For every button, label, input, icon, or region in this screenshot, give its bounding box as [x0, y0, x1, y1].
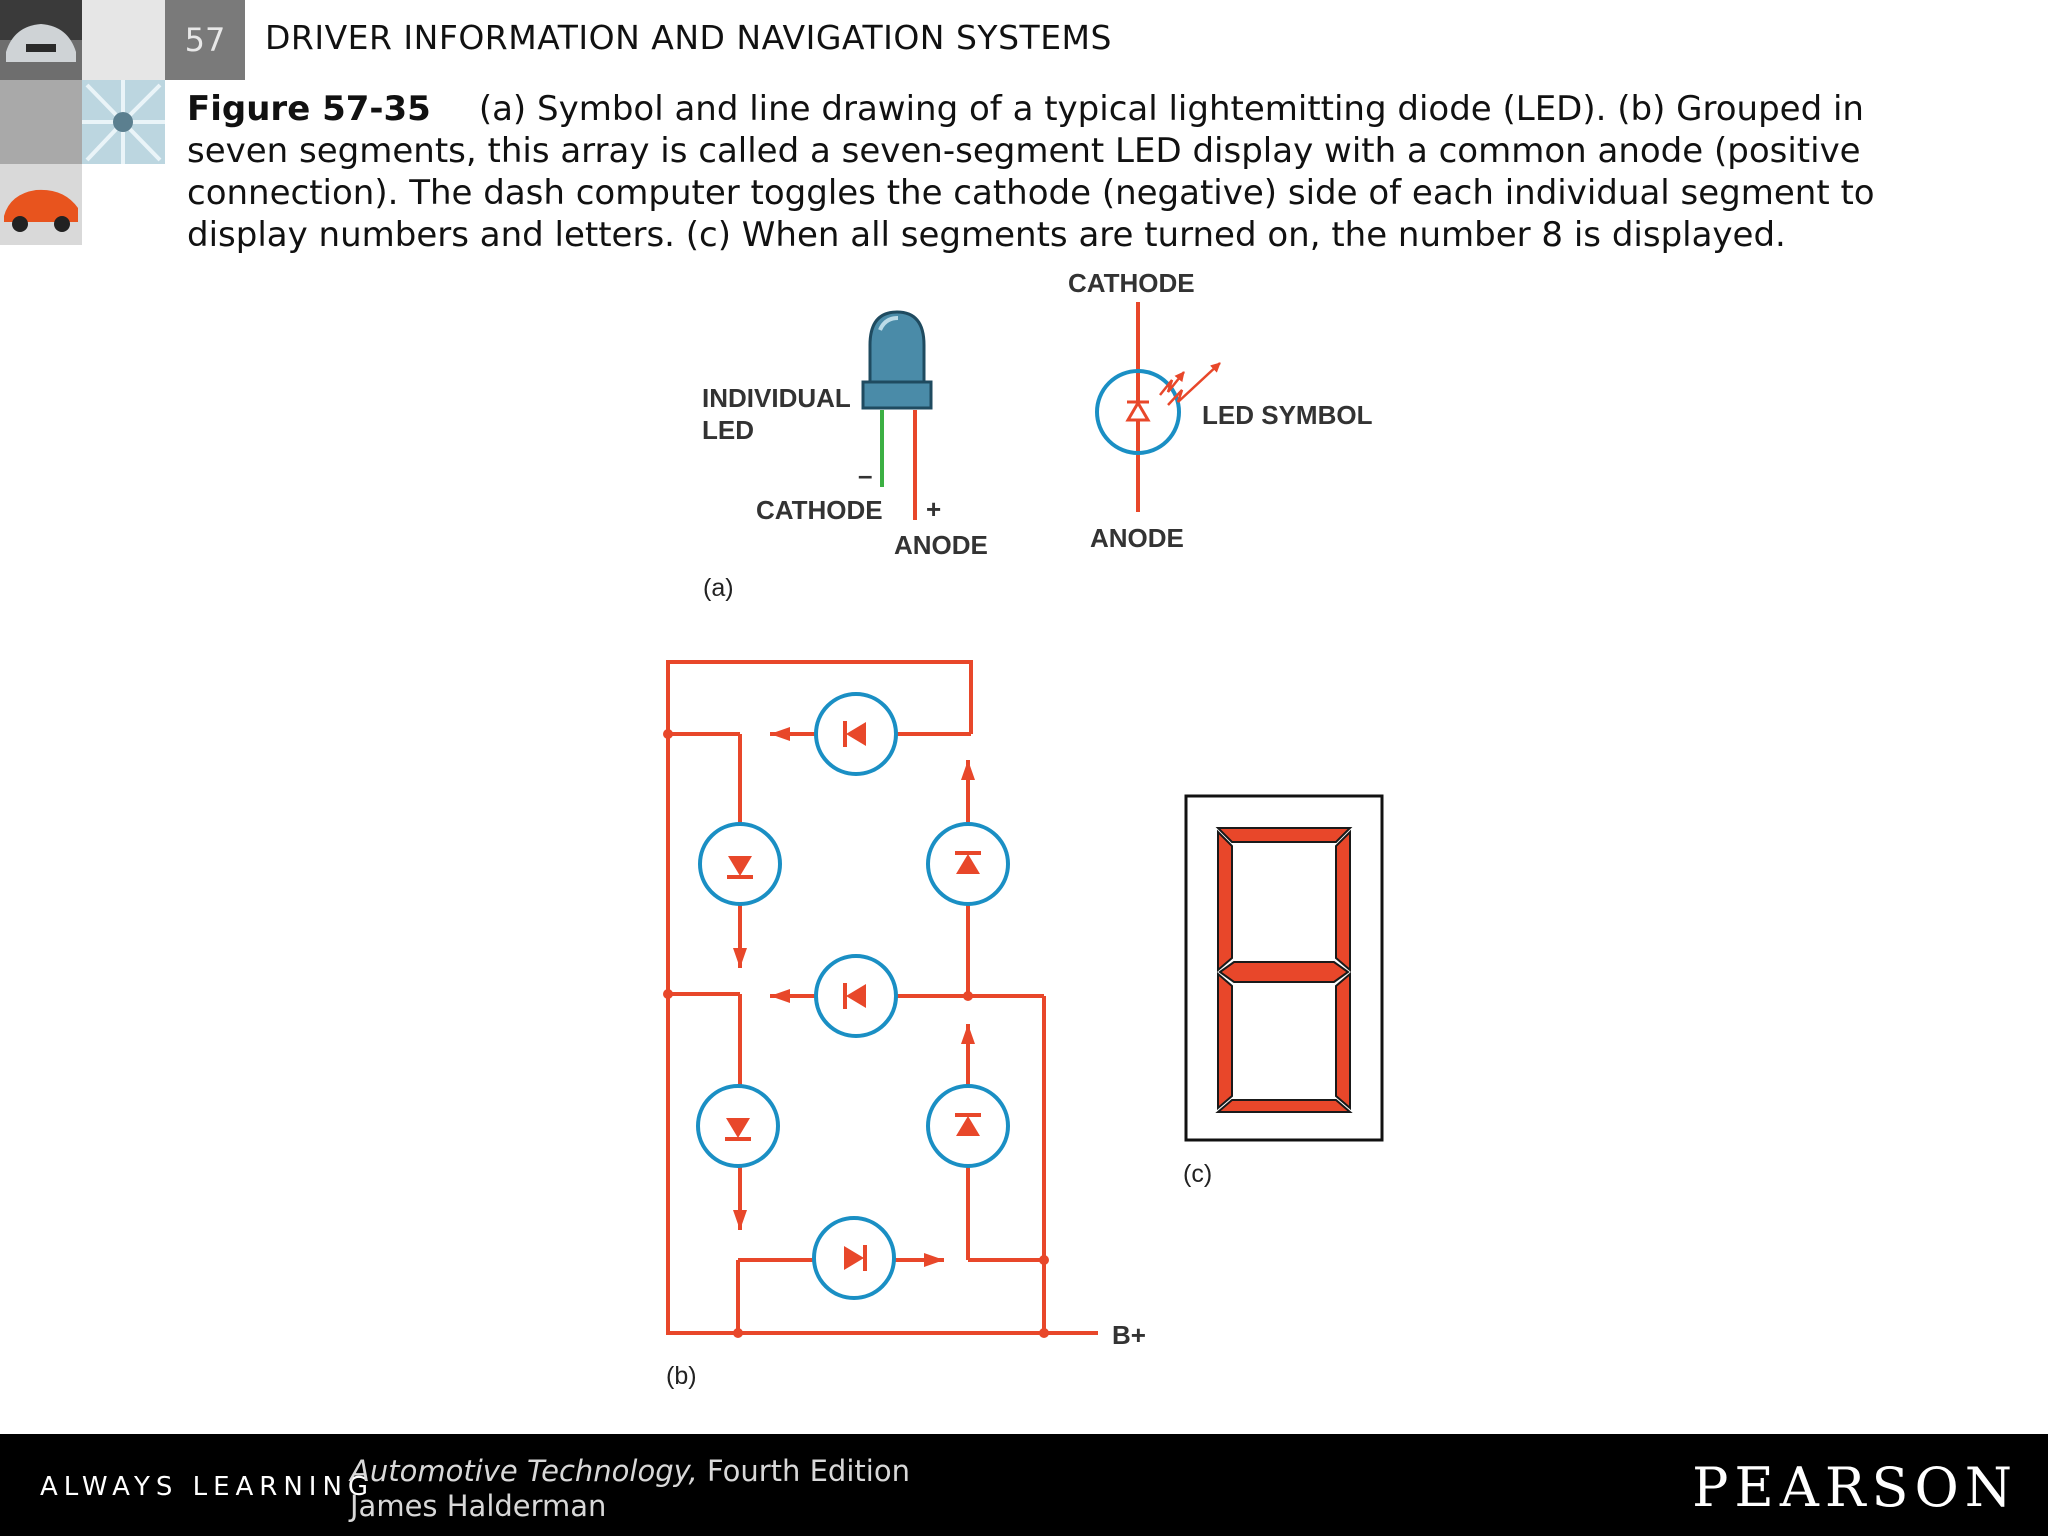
- segment-led-upper-left: [698, 822, 782, 906]
- book-author: James Halderman: [350, 1489, 607, 1523]
- always-learning-tagline: ALWAYS LEARNING: [40, 1472, 375, 1502]
- led-symbol: [1095, 302, 1221, 512]
- pearson-logo: PEARSON: [1692, 1456, 2018, 1519]
- led-symbol-label: LED SYMBOL: [1202, 400, 1373, 430]
- bplus-label: B+: [1112, 1320, 1146, 1350]
- segment-led-lower-right: [926, 1084, 1010, 1168]
- turbine-thumbnail: [82, 80, 165, 164]
- minus-sign: –: [858, 460, 872, 490]
- figure-caption: Figure 57-35(a) Symbol and line drawing …: [187, 88, 1907, 256]
- individual-led-label-2: LED: [702, 415, 754, 445]
- segment-led-middle: [814, 954, 898, 1038]
- segment-c: [1335, 971, 1351, 1111]
- chapter-number: 57: [165, 0, 245, 80]
- cathode-label: CATHODE: [756, 495, 883, 525]
- grey-tile-top: [82, 0, 165, 80]
- segment-g: [1218, 961, 1350, 983]
- red-car-thumbnail: [0, 164, 82, 245]
- header-thumbnails: [0, 0, 165, 245]
- seven-segment-display: [1184, 794, 1384, 1142]
- individual-led-label-1: INDIVIDUAL: [702, 383, 851, 413]
- chapter-title: DRIVER INFORMATION AND NAVIGATION SYSTEM…: [265, 18, 1112, 57]
- segment-d: [1215, 1099, 1353, 1113]
- segment-led-upper-right: [926, 822, 1010, 906]
- segment-led-top: [814, 692, 898, 776]
- caption-text: (a) Symbol and line drawing of a typical…: [187, 89, 1875, 255]
- figure-label: Figure 57-35: [187, 89, 431, 129]
- book-edition: Fourth Edition: [697, 1454, 910, 1488]
- car-thumbnail-top: [0, 0, 82, 80]
- segment-f: [1217, 829, 1233, 973]
- panel-b-label: (b): [666, 1362, 697, 1390]
- segment-led-lower-left: [696, 1084, 780, 1168]
- symbol-anode-label: ANODE: [1090, 523, 1184, 553]
- physical-led: [861, 310, 933, 520]
- segment-e: [1217, 971, 1233, 1111]
- white-tile: [82, 164, 165, 245]
- circuit-junctions: [663, 729, 1049, 1338]
- panel-c-label: (c): [1183, 1160, 1212, 1188]
- led-diagram: INDIVIDUAL LED – + CATHODE ANODE CATHODE…: [663, 268, 1384, 1390]
- segment-b: [1335, 829, 1351, 973]
- panel-a-label: (a): [703, 574, 734, 602]
- segment-led-bottom: [812, 1216, 896, 1300]
- anode-label: ANODE: [894, 530, 988, 560]
- book-info: Automotive Technology, Fourth Edition Ja…: [350, 1454, 910, 1524]
- plus-sign: +: [926, 494, 941, 524]
- symbol-cathode-label: CATHODE: [1068, 268, 1195, 298]
- book-title: Automotive Technology,: [350, 1454, 698, 1488]
- footer-bar: ALWAYS LEARNING Automotive Technology, F…: [0, 1434, 2048, 1536]
- grey-tile-left: [0, 80, 82, 164]
- common-wire-outer: [666, 660, 1098, 1335]
- segment-a: [1215, 827, 1353, 843]
